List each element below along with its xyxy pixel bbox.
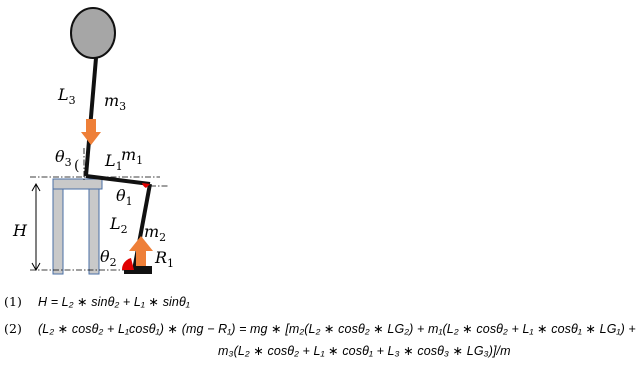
- label-theta3: θ3: [55, 147, 72, 169]
- equation-2-text-line-2: m₃(L₂ ∗ cosθ₂ + L₁ ∗ cosθ₁ + L₃ ∗ cosθ₃ …: [218, 344, 511, 358]
- equation-1-text: H = L₂ ∗ sinθ₂ + L₁ ∗ sinθ₁: [38, 295, 190, 309]
- chair-leg-right: [88, 188, 100, 275]
- label-L2: L2: [109, 214, 128, 236]
- head: [70, 7, 116, 59]
- label-m2: m2: [144, 222, 166, 244]
- label-m3: m3: [104, 91, 126, 113]
- sit-to-stand-diagram: L3 m3 θ3 ( L1 m1 θ1 H L2 m2 θ2 R1: [12, 7, 174, 275]
- diagram-labels: L3 m3 θ3 ( L1 m1 θ1 H L2 m2 θ2 R1: [12, 85, 174, 270]
- height-dimension-arrow: [31, 182, 41, 272]
- equation-2-line-2: m₃(L₂ ∗ cosθ₂ + L₁ ∗ cosθ₁ + L₃ ∗ cosθ₃ …: [218, 343, 511, 358]
- equation-2-number: (2): [4, 321, 23, 336]
- chair-seat: [52, 178, 103, 190]
- label-L1: L1: [104, 151, 123, 173]
- label-L3: L3: [57, 85, 76, 107]
- thigh-link: [85, 174, 151, 186]
- equation-1-number: (1): [4, 294, 23, 309]
- label-H: H: [12, 221, 28, 240]
- knee-angle-marker: [142, 183, 150, 188]
- ground-reaction-arrow: [129, 236, 153, 266]
- label-R1: R1: [154, 248, 174, 270]
- ankle-angle-marker: [121, 258, 134, 270]
- label-theta1: θ1: [116, 186, 133, 208]
- trunk-link: [84, 57, 98, 177]
- label-theta2: θ2: [100, 247, 117, 269]
- reference-lines: [30, 148, 168, 271]
- equation-2-text-line-1: (L₂ ∗ cosθ₂ + L₁cosθ₁) ∗ (mg − R₁) = mg …: [38, 322, 636, 336]
- trunk-weight-arrow: [81, 119, 101, 145]
- equation-2-line-1: (2) (L₂ ∗ cosθ₂ + L₁cosθ₁) ∗ (mg − R₁) = …: [4, 321, 636, 336]
- label-m1: m1: [121, 145, 143, 167]
- chair-leg-left: [52, 188, 64, 275]
- chair: [52, 178, 103, 275]
- label-theta3-paren: (: [74, 158, 79, 174]
- equation-1: (1) H = L₂ ∗ sinθ₂ + L₁ ∗ sinθ₁: [4, 294, 190, 309]
- foot: [124, 266, 152, 274]
